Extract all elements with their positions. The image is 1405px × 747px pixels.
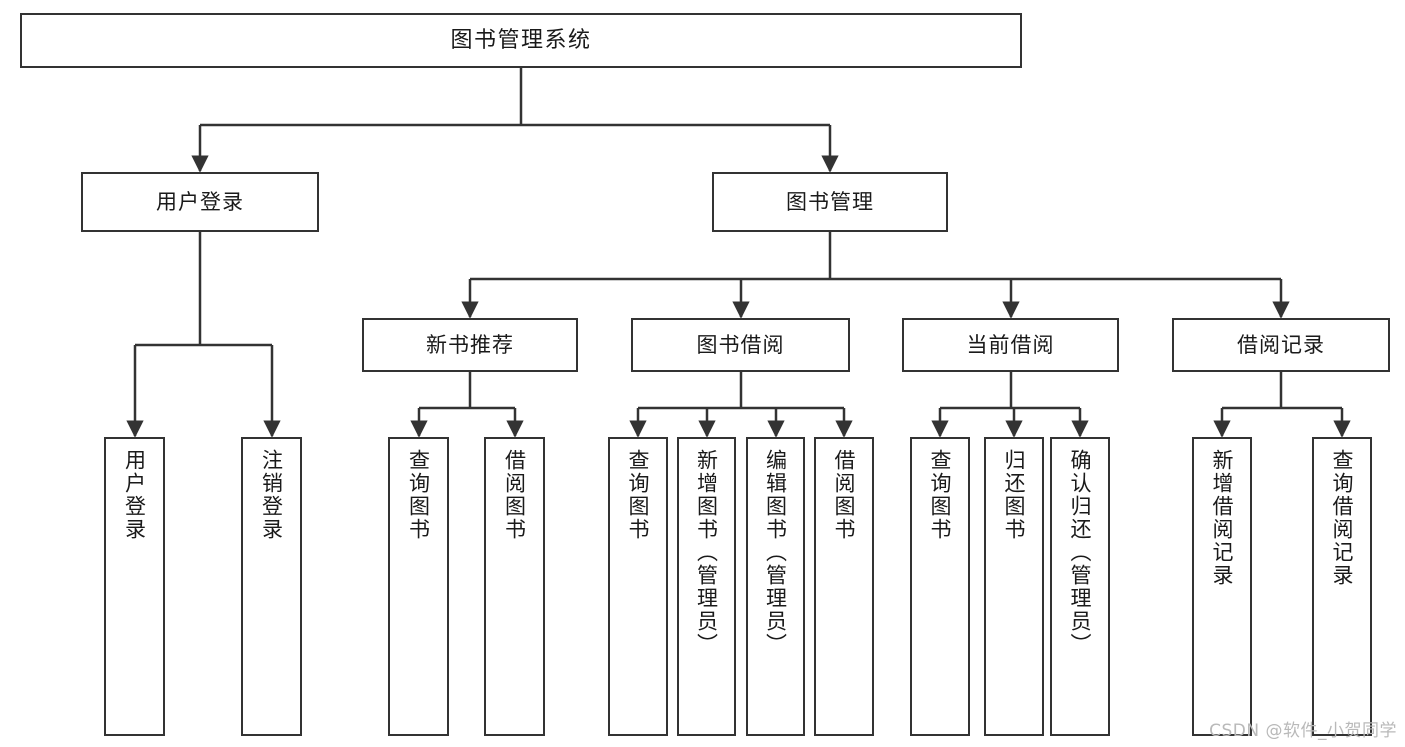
leaf-user-login[interactable]: 用户登录: [104, 437, 165, 736]
node-label: 当前借阅: [966, 332, 1055, 357]
node-new-book-recommend[interactable]: 新书推荐: [362, 318, 578, 372]
leaf-query-borrow-record[interactable]: 查询借阅记录: [1312, 437, 1372, 736]
node-label: 借阅图书: [832, 449, 857, 541]
leaf-add-book-admin[interactable]: 新增图书（管理员）: [677, 437, 736, 736]
node-label: 图书借阅: [696, 332, 785, 357]
leaf-borrow-book-borrow[interactable]: 借阅图书: [814, 437, 874, 736]
node-label: 用户登录: [156, 189, 244, 214]
node-borrow-record[interactable]: 借阅记录: [1172, 318, 1390, 372]
node-book-borrow[interactable]: 图书借阅: [631, 318, 850, 372]
node-label: 查询图书: [406, 449, 431, 541]
node-label: 注销登录: [259, 449, 284, 541]
node-label: 查询图书: [928, 449, 953, 541]
leaf-logout[interactable]: 注销登录: [241, 437, 302, 736]
leaf-query-book-recommend[interactable]: 查询图书: [388, 437, 449, 736]
node-label: 确认归还（管理员）: [1068, 449, 1093, 656]
node-label: 新增图书（管理员）: [694, 449, 719, 656]
leaf-borrow-book-recommend[interactable]: 借阅图书: [484, 437, 545, 736]
node-label: 用户登录: [122, 449, 147, 541]
node-label: 归还图书: [1002, 449, 1027, 541]
node-label: 图书管理系统: [450, 27, 592, 53]
csdn-watermark: CSDN @软件_小贺同学: [1209, 721, 1397, 741]
node-label: 查询借阅记录: [1330, 449, 1355, 587]
node-label: 查询图书: [626, 449, 651, 541]
node-label: 借阅图书: [502, 449, 527, 541]
node-label: 图书管理: [786, 189, 874, 214]
node-label: 新书推荐: [426, 332, 514, 357]
node-label: 新增借阅记录: [1210, 449, 1235, 587]
leaf-edit-book-admin[interactable]: 编辑图书（管理员）: [746, 437, 805, 736]
node-book-management[interactable]: 图书管理: [712, 172, 948, 232]
leaf-query-book-current[interactable]: 查询图书: [910, 437, 970, 736]
node-label: 编辑图书（管理员）: [763, 449, 788, 656]
node-current-borrow[interactable]: 当前借阅: [902, 318, 1119, 372]
leaf-add-borrow-record[interactable]: 新增借阅记录: [1192, 437, 1252, 736]
leaf-confirm-return-admin[interactable]: 确认归还（管理员）: [1050, 437, 1110, 736]
leaf-query-book-borrow[interactable]: 查询图书: [608, 437, 668, 736]
node-user-login[interactable]: 用户登录: [81, 172, 319, 232]
node-label: 借阅记录: [1237, 332, 1325, 357]
leaf-return-book[interactable]: 归还图书: [984, 437, 1044, 736]
node-root-system[interactable]: 图书管理系统: [20, 13, 1022, 68]
